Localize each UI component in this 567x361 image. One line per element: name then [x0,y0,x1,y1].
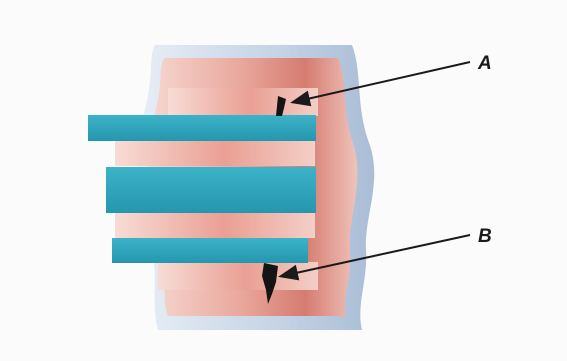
conductor-layer-2 [106,167,316,213]
band-bottom [158,262,318,290]
conductor-layer-3 [112,238,308,263]
band-mid [115,140,315,166]
callout-label-b: B [478,226,492,247]
callout-label-a: A [477,53,492,74]
conductor-layer-1 [88,115,316,141]
band-lower [115,212,315,238]
